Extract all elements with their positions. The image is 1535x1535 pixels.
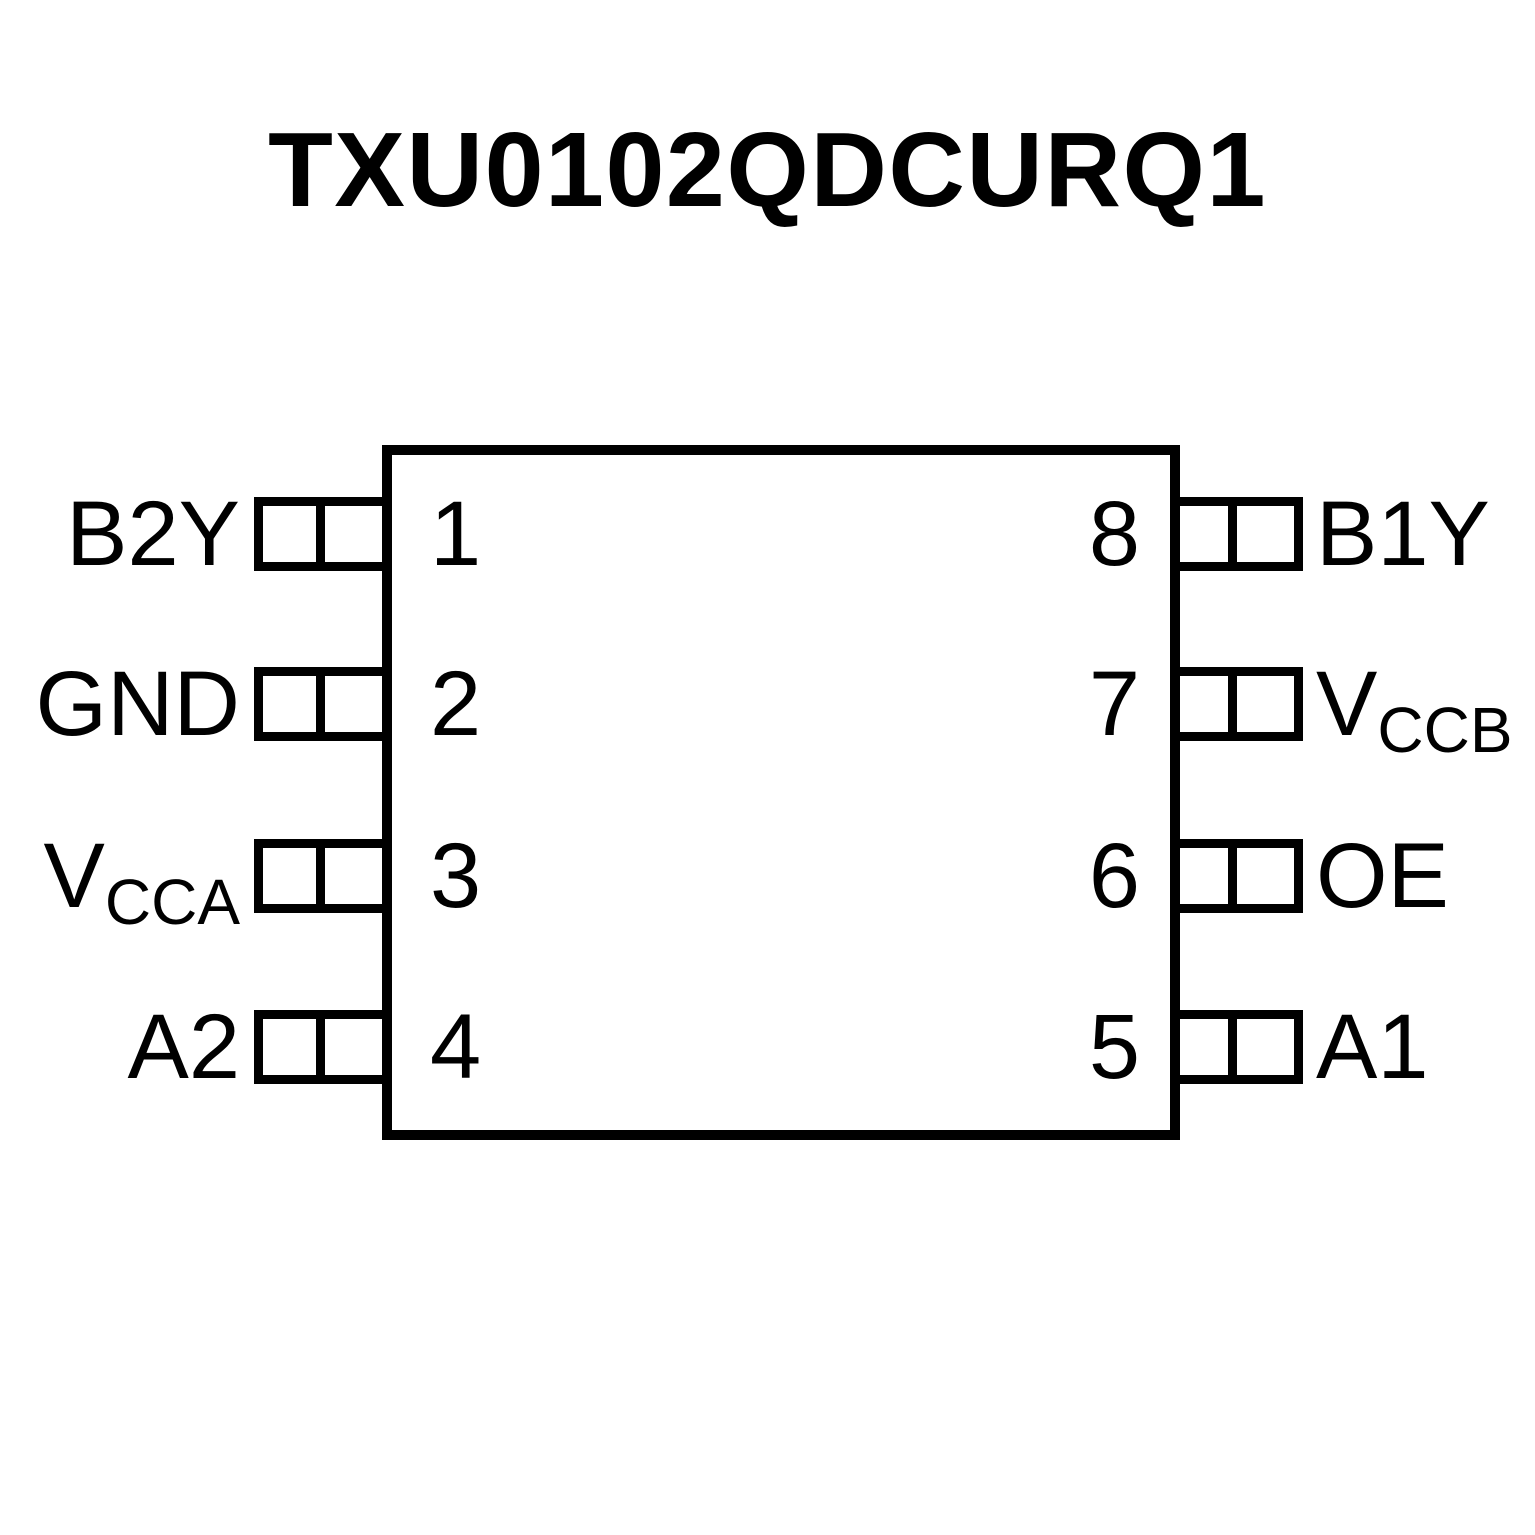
pin-3-label: VCCA [44,830,241,934]
pin-7-label-main: V [1316,653,1378,755]
pin-8-lead-divider [1228,506,1237,562]
pin-2-lead-divider [316,676,325,732]
pin-1-lead-divider [316,506,325,562]
pin-2-label-main: GND [35,653,240,755]
pin-2-lead [254,667,388,741]
pin-6-number: 6 [1088,825,1140,927]
pin-1-label-main: B2Y [66,483,240,585]
pin-8-label: B1Y [1316,488,1490,580]
pin-4-lead [254,1010,388,1084]
pin-3-label-sub: CCA [104,866,240,938]
pin-5-label: A1 [1316,1001,1429,1093]
pin-3-lead [254,839,388,913]
pin-3-lead-divider [316,848,325,904]
pin-7-number: 7 [1088,653,1140,755]
pin-3-label-main: V [43,825,105,927]
pin-6-lead [1171,839,1303,913]
pin-6-label: OE [1316,830,1449,922]
pin-7-label-sub: CCB [1377,694,1513,766]
pin-5-lead [1171,1010,1303,1084]
pin-4-label-main: A2 [127,996,240,1098]
pin-8-lead [1171,497,1303,571]
pin-3-number: 3 [430,825,482,927]
pin-4-number: 4 [430,996,482,1098]
chip-title: TXU0102QDCURQ1 [268,111,1267,229]
pin-7-lead [1171,667,1303,741]
pin-1-label: B2Y [66,488,240,580]
pin-2-number: 2 [430,653,482,755]
chip-body [382,445,1180,1140]
pin-5-lead-divider [1228,1019,1237,1075]
pin-5-label-main: A1 [1316,996,1429,1098]
pin-8-number: 8 [1088,483,1140,585]
pin-7-label: VCCB [1316,658,1513,762]
pin-7-lead-divider [1228,676,1237,732]
pin-4-label: A2 [127,1001,240,1093]
pin-6-label-main: OE [1316,825,1449,927]
pin-6-lead-divider [1228,848,1237,904]
pin-1-number: 1 [430,483,482,585]
pin-4-lead-divider [316,1019,325,1075]
pin-2-label: GND [36,658,240,750]
pin-5-number: 5 [1088,996,1140,1098]
pin-1-lead [254,497,388,571]
pin-8-label-main: B1Y [1316,483,1490,585]
